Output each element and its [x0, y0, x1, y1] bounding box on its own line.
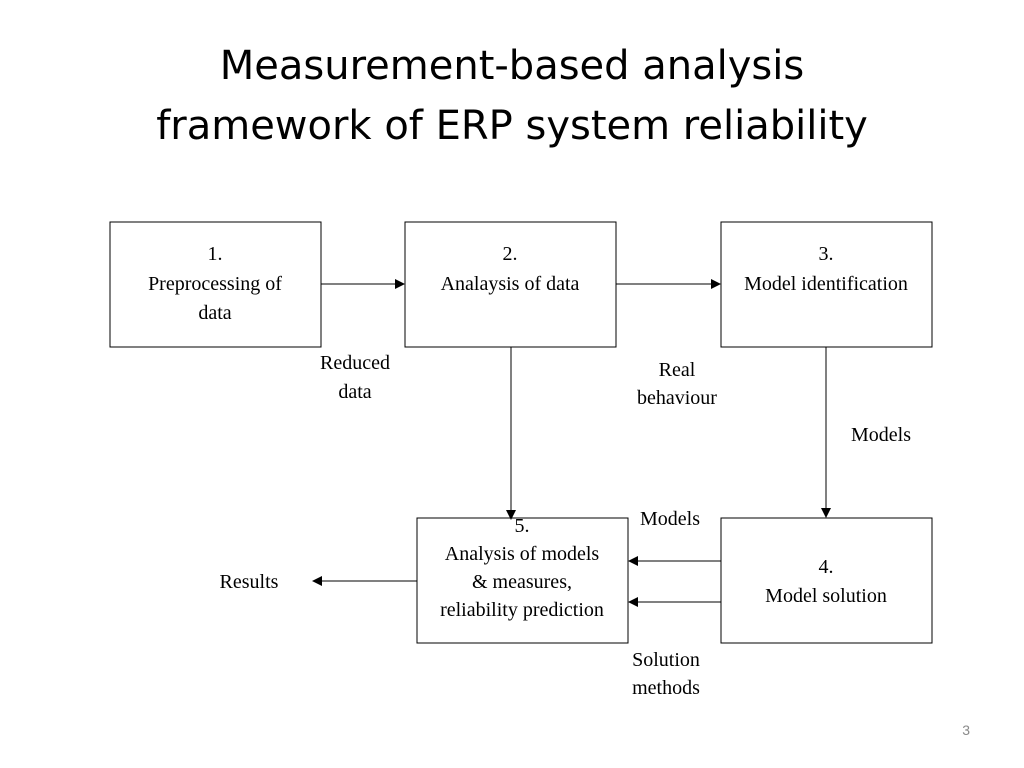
slide-title-line-2: framework of ERP system reliability: [156, 103, 868, 149]
label-models-right: Models: [851, 424, 911, 446]
box-5-analysis-of-models: 5. Analysis of models & measures, reliab…: [416, 515, 629, 644]
box-5-title-line-1: Analysis of models: [445, 543, 600, 565]
slide-title-line-1: Measurement-based analysis: [219, 43, 805, 89]
box-4-number: 4.: [819, 556, 834, 578]
box-3-number: 3.: [819, 243, 834, 265]
box-2-analysis-of-data: 2. Analaysis of data: [404, 221, 617, 348]
box-2-title: Analaysis of data: [441, 273, 580, 295]
label-models-bottom: Models: [640, 508, 700, 530]
box-4-model-solution: 4. Model solution: [720, 517, 933, 644]
box-5-title-line-2: & measures,: [472, 571, 572, 593]
box-3-title: Model identification: [744, 273, 908, 295]
box-5-title-line-3: reliability prediction: [440, 599, 604, 621]
label-real-behaviour-line-1: Real: [659, 359, 696, 381]
box-1-title-line-2: data: [198, 302, 231, 324]
box-5-number: 5.: [515, 515, 530, 537]
box-1-preprocessing: 1. Preprocessing of data: [109, 221, 322, 348]
box-1-title-line-1: Preprocessing of: [148, 273, 282, 295]
label-real-behaviour-line-2: behaviour: [637, 387, 717, 409]
box-2-number: 2.: [503, 243, 518, 265]
label-solution-methods-line-1: Solution: [632, 649, 700, 671]
box-3-model-identification: 3. Model identification: [720, 221, 933, 348]
page-number: 3: [962, 722, 970, 738]
box-1-number: 1.: [208, 243, 223, 265]
label-reduced-data-line-2: data: [338, 381, 371, 403]
label-results: Results: [220, 571, 279, 593]
label-solution-methods-line-2: methods: [632, 677, 700, 699]
box-4-title: Model solution: [765, 585, 887, 607]
slide-title: Measurement-based analysis framework of …: [0, 36, 1024, 156]
label-reduced-data-line-1: Reduced: [320, 352, 390, 374]
